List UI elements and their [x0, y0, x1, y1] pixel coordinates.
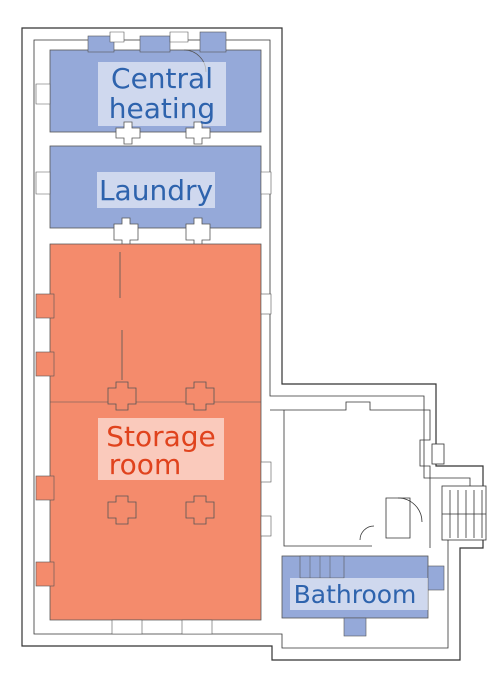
label-storage-line1: Storage	[106, 420, 216, 453]
exterior-staircase	[441, 485, 487, 541]
pillars-storage	[107, 381, 215, 525]
label-central-heating-line1: Central	[111, 62, 213, 95]
room-storage	[35, 243, 262, 621]
label-central-heating-line2: heating	[109, 92, 215, 125]
annex	[270, 401, 445, 548]
label-storage-line2: room	[109, 448, 181, 481]
pillars-upper	[113, 121, 211, 247]
label-bathroom: Bathroom	[294, 580, 417, 609]
window-niches	[111, 293, 272, 635]
room-bathroom	[281, 555, 445, 637]
label-laundry: Laundry	[99, 174, 213, 207]
room-central-heating	[35, 31, 262, 133]
room-laundry	[35, 145, 272, 229]
